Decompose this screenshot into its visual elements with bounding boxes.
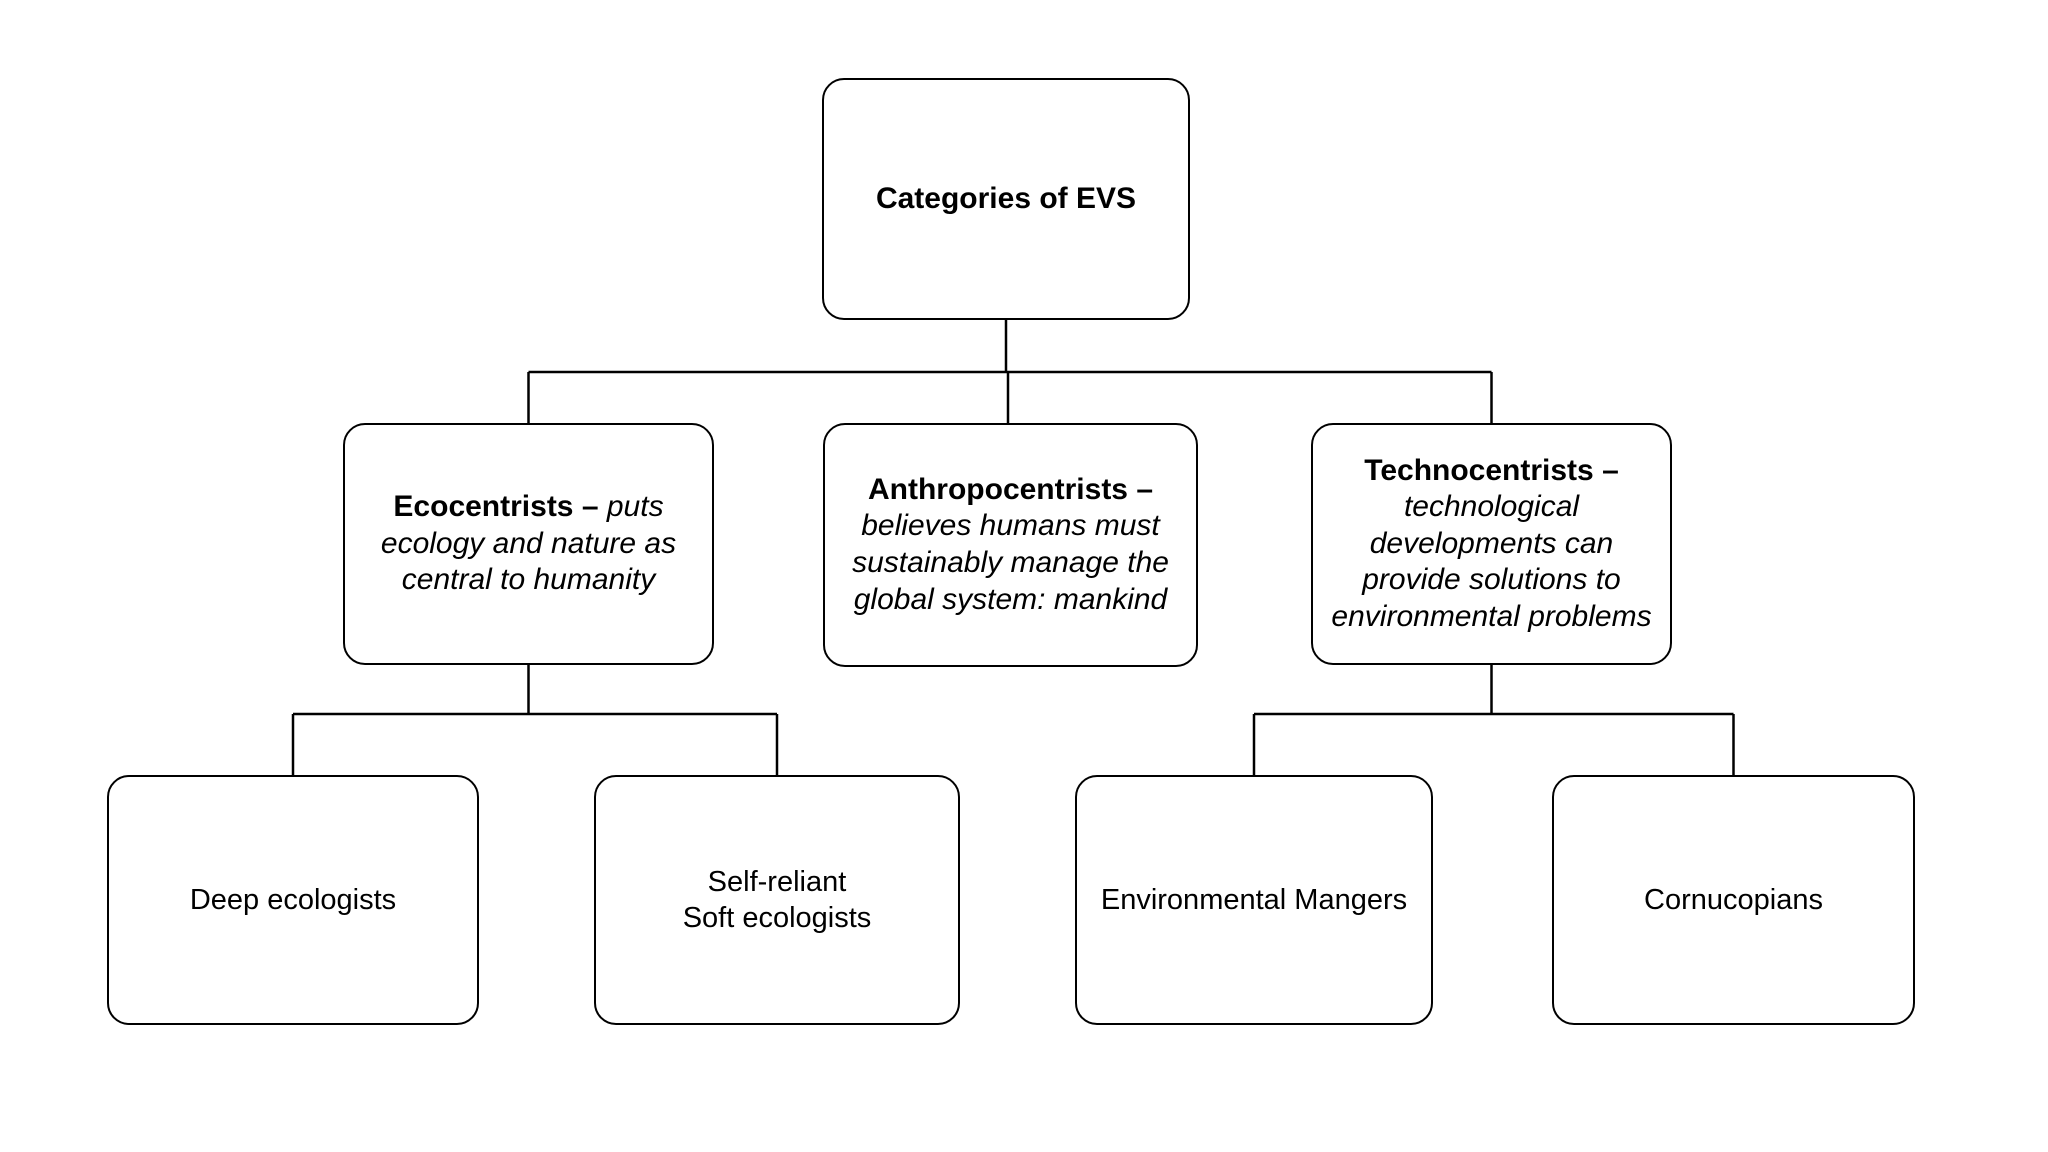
node-deep-ecologists: Deep ecologists <box>107 775 479 1025</box>
node-self-reliant-soft-ecologists: Self-reliant Soft ecologists <box>594 775 960 1025</box>
node-deep-ecologists-label: Deep ecologists <box>189 883 397 916</box>
self-reliant-line-1: Self-reliant <box>707 865 847 898</box>
node-categories-of-evs-label: Categories of EVS <box>875 181 1137 215</box>
node-technocentrists-label: Technocentrists – technological developm… <box>1331 453 1652 633</box>
node-self-reliant-soft-ecologists-label: Self-reliant Soft ecologists <box>683 864 872 937</box>
node-environmental-mangers-label: Environmental Mangers <box>1100 883 1408 916</box>
node-ecocentrists-label: Ecocentrists – puts ecology and nature a… <box>380 490 677 597</box>
node-environmental-mangers: Environmental Mangers <box>1075 775 1433 1025</box>
node-technocentrists: Technocentrists – technological developm… <box>1311 423 1672 665</box>
node-cornucopians: Cornucopians <box>1552 775 1915 1025</box>
self-reliant-line-2: Soft ecologists <box>682 902 872 934</box>
node-anthropocentrists: Anthropocentrists – believes humans must… <box>823 423 1198 667</box>
node-cornucopians-label: Cornucopians <box>1644 883 1823 916</box>
node-anthropocentrists-label: Anthropocentrists – believes humans must… <box>852 472 1169 616</box>
node-ecocentrists: Ecocentrists – puts ecology and nature a… <box>343 423 714 665</box>
node-categories-of-evs: Categories of EVS <box>822 78 1190 320</box>
